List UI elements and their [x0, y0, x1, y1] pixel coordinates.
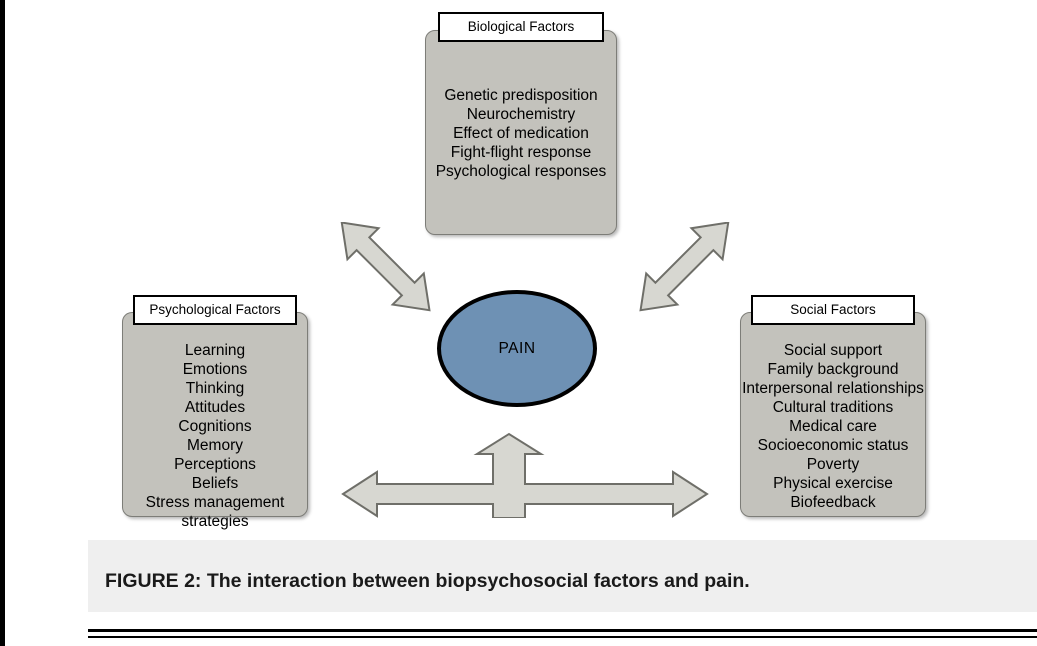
pain-label: PAIN	[498, 339, 536, 357]
social-factors-title: Social Factors	[751, 295, 915, 325]
figure-caption: FIGURE 2: The interaction between biopsy…	[105, 570, 750, 592]
psychological-factors-box: Learning Emotions Thinking Attitudes Cog…	[122, 312, 308, 530]
psychological-factors-title: Psychological Factors	[133, 295, 297, 325]
arrow-psychological-social	[341, 432, 709, 518]
biological-factors-items: Genetic predisposition Neurochemistry Ef…	[435, 87, 607, 180]
diagram-canvas: Genetic predisposition Neurochemistry Ef…	[5, 0, 1037, 540]
biological-factors-title: Biological Factors	[438, 12, 604, 42]
arrow-biological-social	[639, 222, 730, 312]
psychological-factors-items: Learning Emotions Thinking Attitudes Cog…	[145, 342, 285, 530]
bottom-rule-thick	[88, 629, 1037, 632]
arrow-biological-psychological	[340, 222, 431, 312]
social-factors-items: Social support Family background Interpe…	[742, 342, 924, 511]
bottom-rule-thin	[88, 636, 1037, 638]
caption-band	[88, 540, 1037, 612]
left-border-rule	[0, 0, 5, 646]
social-factors-box: Social support Family background Interpe…	[740, 312, 926, 517]
pain-center-node: PAIN	[437, 290, 597, 407]
biological-factors-box: Genetic predisposition Neurochemistry Ef…	[425, 30, 617, 235]
